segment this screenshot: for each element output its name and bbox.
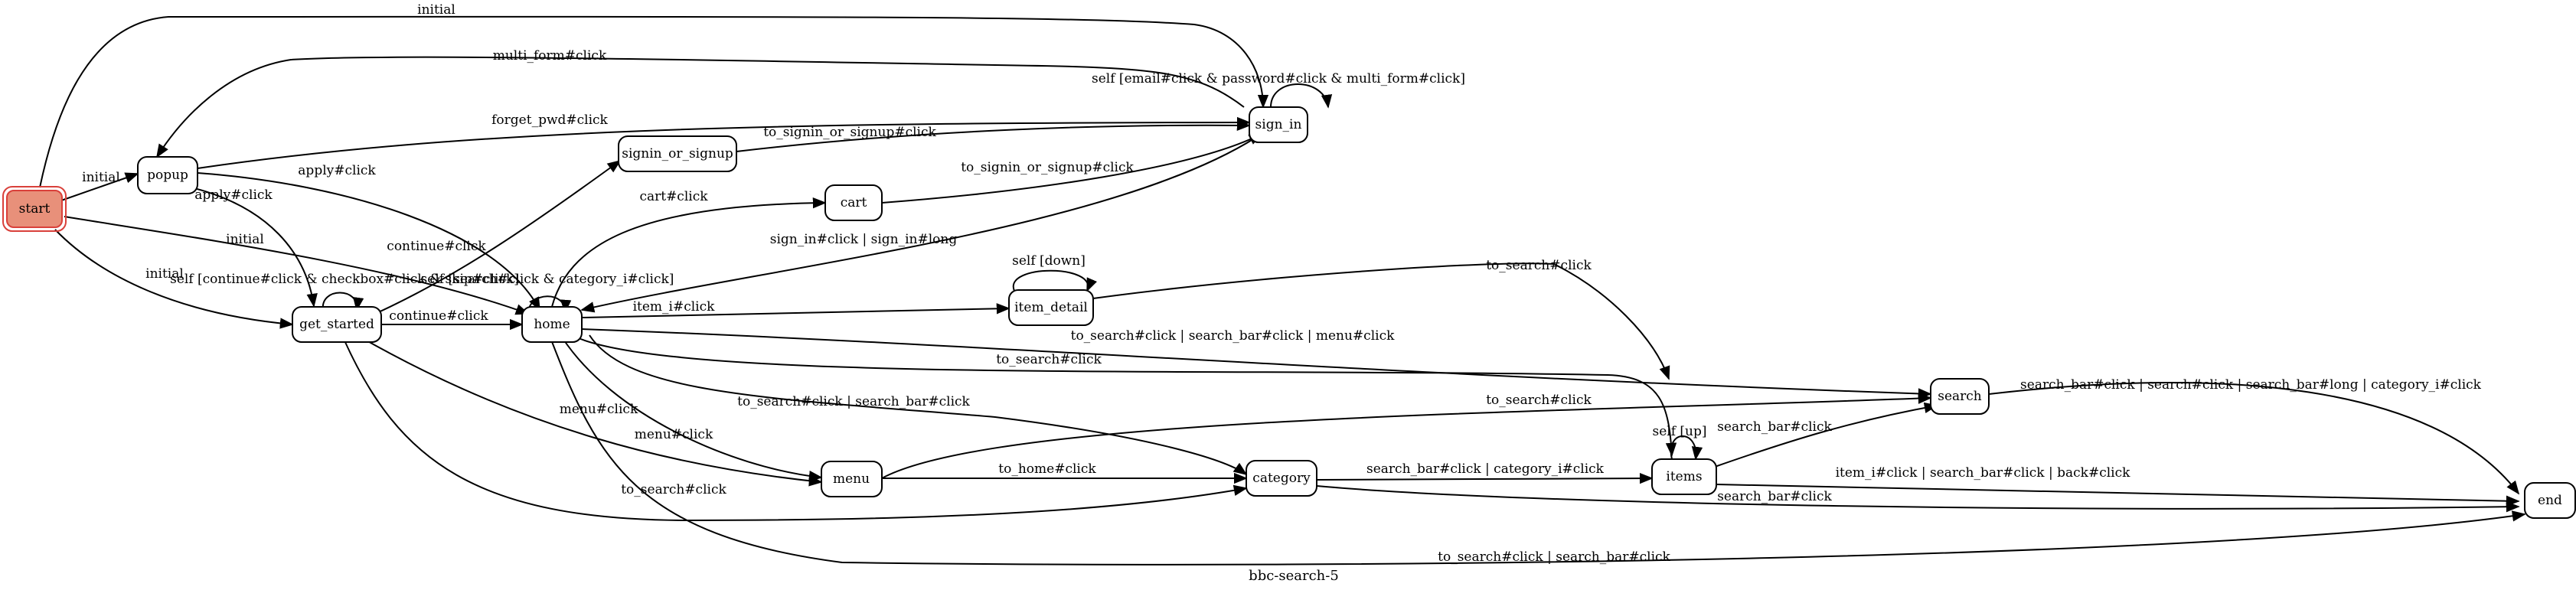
edge-menu-search (881, 393, 1932, 479)
edge-start-home (64, 216, 530, 315)
node-label-menu: menu (833, 471, 870, 487)
node-label-home: home (534, 317, 570, 332)
edge-label-home-self: self [search#click & category_i#click] (421, 272, 674, 287)
edge-labels: initial initial initial initial multi_fo… (82, 2, 2481, 565)
edge-label-get_started-menu: menu#click (560, 402, 638, 417)
edge-label-items-search: search_bar#click (1717, 419, 1832, 435)
edge-cart-sign_in (881, 133, 1263, 204)
edges (39, 15, 2526, 566)
edge-label-sign_in-home: sign_in#click | sign_in#long (770, 232, 958, 247)
node-menu[interactable]: menu (821, 461, 883, 497)
edge-category-end (1316, 485, 2520, 513)
edge-home-menu (562, 337, 823, 482)
node-label-signin_or_signup: signin_or_signup (622, 146, 733, 161)
edge-label-home-menu: menu#click (635, 427, 713, 442)
node-start[interactable]: start (2, 186, 67, 232)
edge-label-start-home: initial (226, 232, 264, 247)
edge-sign_in-self (1270, 83, 1333, 109)
edge-label-home-category: to_search#click | search_bar#click (737, 394, 970, 409)
node-item_detail[interactable]: item_detail (1008, 289, 1094, 326)
node-label-end: end (2538, 493, 2562, 508)
edge-label-menu-category: to_home#click (998, 461, 1096, 477)
node-sign_in[interactable]: sign_in (1249, 106, 1308, 143)
node-end[interactable]: end (2524, 482, 2576, 519)
edge-signin_or_signup-sign_in (736, 119, 1251, 152)
node-popup[interactable]: popup (137, 156, 198, 194)
edge-item_detail-self (1012, 269, 1097, 292)
edge-label-sign_in-popup: multi_form#click (493, 48, 607, 64)
node-signin_or_signup[interactable]: signin_or_signup (618, 135, 737, 172)
edge-label-item_detail-search: to_search#click (1486, 258, 1592, 273)
edge-label-sign_in-self: self [email#click & password#click & mul… (1092, 71, 1465, 86)
edge-items-search (1714, 402, 1938, 468)
edge-home-cart (550, 197, 827, 311)
edge-label-item_detail-self: self [down] (1012, 253, 1086, 269)
edge-item_detail-search (1092, 262, 1670, 380)
edge-label-popup-home: apply#click (298, 163, 376, 178)
edge-category-items (1316, 472, 1654, 484)
edge-label-menu-search: to_search#click (1486, 393, 1592, 408)
edge-start-get_started (54, 229, 294, 329)
edge-label-category-items: search_bar#click | category_i#click (1366, 461, 1605, 477)
edge-label-get_started-self: self [continue#click & checkbox#click & … (170, 272, 519, 287)
node-label-get_started: get_started (299, 317, 374, 332)
edge-label-popup-sign_in: forget_pwd#click (491, 112, 608, 128)
edge-label-get_started-home: continue#click (389, 308, 488, 324)
node-cart[interactable]: cart (824, 184, 883, 221)
edge-get_started-menu (359, 336, 823, 487)
edge-home-search (581, 328, 1932, 399)
node-items[interactable]: items (1651, 458, 1717, 495)
edge-get_started-signin_or_signup (374, 159, 622, 315)
edge-items-self (1670, 435, 1703, 461)
diagram-caption: bbc-search-5 (1249, 568, 1339, 584)
edge-home-end (550, 339, 2526, 566)
edge-label-home-end: to_search#click | search_bar#click (1438, 549, 1670, 565)
edge-label-home-item_detail: item_i#click (633, 299, 716, 315)
edge-start-popup (60, 172, 139, 201)
node-label-sign_in: sign_in (1255, 117, 1302, 132)
node-label-start: start (19, 201, 51, 217)
edge-get_started-self (322, 292, 364, 311)
node-label-cart: cart (841, 195, 867, 210)
node-label-items: items (1666, 469, 1702, 484)
node-label-search: search (1938, 389, 1982, 404)
edge-label-start-get_started: initial (145, 266, 184, 282)
edge-home-category (589, 334, 1248, 476)
edge-search-end (1988, 382, 2520, 495)
node-label-popup: popup (147, 168, 188, 183)
edge-label-start-popup: initial (82, 170, 120, 185)
edge-label-home-cart: cart#click (639, 189, 708, 204)
node-label-category: category (1252, 471, 1311, 486)
edge-home-item_detail (581, 303, 1010, 318)
edge-label-get_started-category: to_search#click (621, 482, 726, 497)
edge-home-items (578, 337, 1677, 457)
edge-get_started-category (344, 340, 1248, 522)
nodes: start popup get_started home signin_or_s… (2, 106, 2576, 519)
edge-label-cart-sign_in: to_signin_or_signup#click (961, 160, 1134, 175)
edge-popup-home (197, 172, 540, 311)
edge-label-home-search: to_search#click | search_bar#click | men… (1071, 328, 1395, 344)
edge-label-items-self: self [up] (1652, 424, 1706, 439)
edge-label-signin_or_signup-sign_in: to_signin_or_signup#click (763, 125, 936, 140)
node-get_started[interactable]: get_started (292, 306, 382, 343)
edge-popup-get_started (191, 187, 318, 308)
edge-sign_in-home (580, 137, 1256, 313)
edge-popup-sign_in (197, 116, 1251, 169)
edge-label-search-end: search_bar#click | search#click | search… (2020, 377, 2482, 393)
node-label-item_detail: item_detail (1014, 300, 1088, 315)
edge-label-start-sign_in: initial (417, 2, 455, 18)
edge-label-items-end: item_i#click | search_bar#click | back#c… (1836, 465, 2131, 481)
edge-label-category-end: search_bar#click (1717, 489, 1832, 504)
edge-items-end (1716, 484, 2520, 507)
edge-label-get_started-signin_or_signup: continue#click (387, 239, 486, 254)
node-home[interactable]: home (521, 306, 583, 343)
edge-start-sign_in (39, 15, 1269, 188)
node-search[interactable]: search (1930, 378, 1990, 415)
edge-sign_in-popup (156, 56, 1245, 158)
edge-label-popup-get_started: apply#click (194, 187, 273, 203)
edge-label-home-items: to_search#click (996, 352, 1102, 367)
node-category[interactable]: category (1246, 460, 1317, 497)
